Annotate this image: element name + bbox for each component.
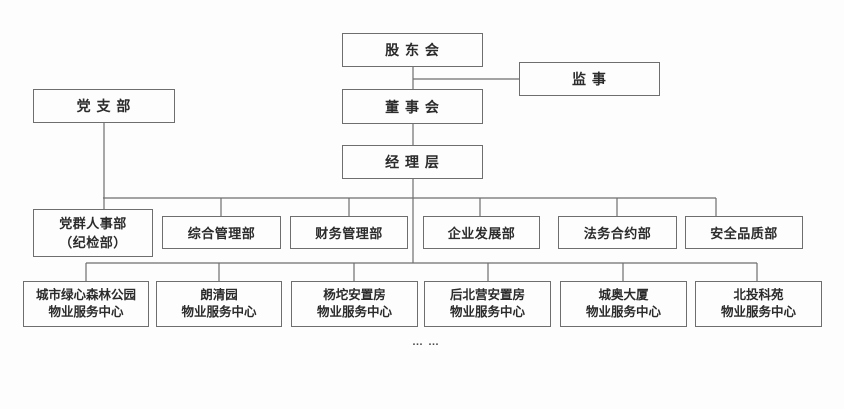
node-label-line1: 党群人事部	[59, 216, 127, 231]
node-label: 安全品质部	[710, 226, 778, 241]
node-dept-finance: 财务管理部	[290, 216, 408, 249]
node-label-line2: 物业服务中心	[720, 305, 796, 319]
node-label-line2: 物业服务中心	[316, 305, 392, 319]
node-label: 党 支 部	[76, 98, 132, 114]
node-sc-houbeiying-resettlement: 后北营安置房 物业服务中心	[424, 281, 551, 327]
node-sc-green-heart-forest-park: 城市绿心森林公园 物业服务中心	[23, 281, 149, 327]
node-dept-legal-contract: 法务合约部	[558, 216, 677, 249]
node-sc-yangtuo-resettlement: 杨坨安置房 物业服务中心	[291, 281, 418, 327]
node-supervisor: 监 事	[519, 62, 660, 96]
node-sc-langqingyuan: 朗清园 物业服务中心	[156, 281, 282, 327]
node-label-line2: 物业服务中心	[181, 305, 257, 319]
node-dept-general-admin: 综合管理部	[162, 216, 281, 249]
node-label: 董 事 会	[385, 98, 440, 115]
node-dept-party-personnel: 党群人事部 （纪检部）	[33, 209, 153, 257]
node-board-of-directors: 董 事 会	[342, 89, 483, 124]
node-label: 经 理 层	[385, 154, 440, 170]
node-label-line1: 城奥大厦	[598, 288, 649, 302]
node-label: 股 东 会	[385, 42, 440, 58]
node-label-line1: 杨坨安置房	[323, 288, 386, 302]
node-label-line2: 物业服务中心	[48, 305, 124, 319]
node-party-branch: 党 支 部	[33, 89, 175, 123]
node-sc-chengao-tower: 城奥大厦 物业服务中心	[560, 281, 687, 327]
node-label-line1: 城市绿心森林公园	[35, 288, 136, 302]
node-label-line2: 物业服务中心	[449, 305, 525, 319]
node-management-level: 经 理 层	[342, 145, 483, 179]
node-sc-beitou-keyuan: 北投科苑 物业服务中心	[695, 281, 822, 327]
node-label: 监 事	[572, 71, 607, 87]
node-label: 企业发展部	[447, 226, 516, 241]
node-dept-safety-quality: 安全品质部	[685, 216, 803, 249]
node-shareholders-meeting: 股 东 会	[342, 33, 483, 67]
node-label-line2: （纪检部）	[59, 235, 127, 250]
node-label-line1: 北投科苑	[733, 288, 784, 302]
node-label: 财务管理部	[315, 226, 383, 241]
node-dept-enterprise-development: 企业发展部	[423, 216, 540, 249]
more-centers-ellipsis: … …	[411, 336, 441, 348]
node-label: 法务合约部	[583, 226, 652, 241]
node-label: 综合管理部	[187, 226, 256, 241]
node-label-line2: 物业服务中心	[585, 305, 661, 319]
node-label-line1: 后北营安置房	[449, 288, 525, 302]
node-label-line1: 朗清园	[200, 288, 238, 302]
